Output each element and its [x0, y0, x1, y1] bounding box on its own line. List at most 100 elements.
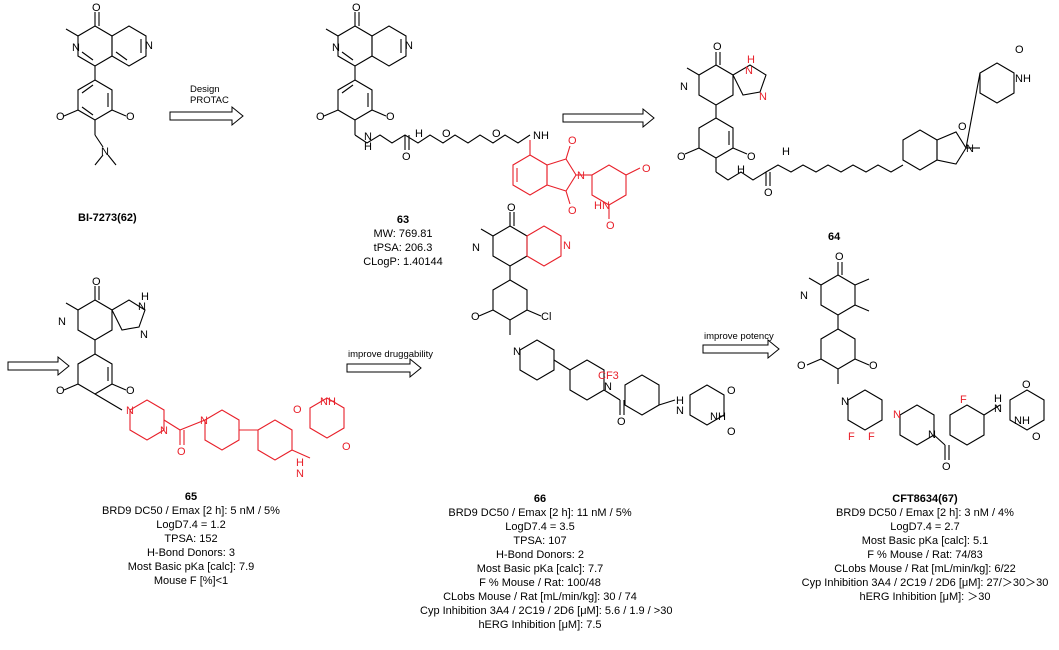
atom-label: O [177, 446, 186, 458]
atom-label: O [442, 128, 451, 140]
compound-67-logd: LogD7.4 = 2.7 [890, 521, 960, 533]
atom-label: O [56, 385, 65, 397]
arrow-improve-druggability [346, 357, 422, 379]
atom-label: O [747, 151, 756, 163]
arrow-design-protac [169, 105, 244, 127]
compound-65-logd: LogD7.4 = 1.2 [156, 519, 226, 531]
atom-label: N [676, 405, 684, 417]
compound-65-name: 65 [184, 491, 198, 503]
atom-label: O [92, 2, 101, 14]
atom-label: H [747, 54, 755, 66]
compound-65-tpsa: TPSA: 152 [164, 533, 218, 545]
atom-label: O [764, 187, 773, 199]
compound-67-cyp: Cyp Inhibition 3A4 / 2C19 / 2D6 [μM]: 27… [801, 577, 1049, 589]
atom-label: H [141, 291, 149, 303]
atom-label: O [713, 41, 722, 53]
atom-label: N [101, 146, 109, 158]
thalidomide-63 [512, 140, 641, 219]
compound-67-brd9: BRD9 DC50 / Emax [2 h]: 3 nM / 4% [836, 507, 1014, 519]
atom-label: O [568, 205, 577, 217]
linker-65 [129, 397, 345, 461]
atom-label: O [797, 360, 806, 372]
atom-label: H [994, 393, 1002, 405]
compound-67-pka: Most Basic pKa [calc]: 5.1 [861, 535, 989, 547]
atom-labels: O N N O O N O N N O O H N O H O O NH O O… [56, 2, 1041, 480]
atom-label: N [138, 301, 146, 313]
compound-65-hbd: H-Bond Donors: 3 [146, 547, 236, 559]
atom-label: N [604, 381, 612, 393]
atom-label: N [680, 81, 688, 93]
atom-label: N [472, 242, 480, 254]
arrow-caption-improve-potency: improve potency [704, 331, 774, 342]
structure-62 [63, 12, 147, 166]
structure-67 [806, 262, 1045, 460]
atom-label: N [893, 409, 901, 421]
atom-label: O [1022, 379, 1031, 391]
atom-label: O [293, 404, 302, 416]
compound-66-name: 66 [533, 493, 547, 505]
atom-label: Cl [541, 311, 551, 323]
atom-label: N [841, 396, 849, 408]
compound-65-block: 65 BRD9 DC50 / Emax [2 h]: 5 nM / 5% Log… [80, 490, 302, 588]
atom-label: NH [320, 396, 336, 408]
compound-62-name: BI-7273(62) [78, 212, 137, 224]
isoquinolinone-66-ring [526, 225, 562, 267]
atom-label: N [928, 429, 936, 441]
atom-label: N [563, 240, 571, 252]
atom-label: N [364, 131, 372, 143]
compound-66-f: F % Mouse / Rat: 100/48 [479, 577, 601, 589]
atom-label: N [200, 415, 208, 427]
compound-66-brd9: BRD9 DC50 / Emax [2 h]: 11 nM / 5% [448, 507, 632, 519]
atom-label: O [471, 311, 480, 323]
atom-label: O [492, 128, 501, 140]
atom-label: N [160, 425, 168, 437]
compound-65-brd9: BRD9 DC50 / Emax [2 h]: 5 nM / 5% [102, 505, 280, 517]
reaction-arrows [7, 105, 780, 379]
atom-label: O [402, 151, 411, 163]
compound-66-hbd: H-Bond Donors: 2 [495, 549, 585, 561]
arrow-improve-potency [702, 338, 780, 360]
atom-label: N [58, 316, 66, 328]
atom-label: O [958, 121, 967, 133]
arrow-63-to-64 [562, 107, 655, 129]
compound-63-clogp: CLogP: 1.40144 [363, 256, 443, 268]
atom-label: O [126, 385, 135, 397]
structure-63 [323, 12, 531, 150]
atom-label: O [606, 220, 615, 232]
compound-65-mousef: Mouse F [%]<1 [153, 575, 229, 587]
atom-label: N [577, 170, 585, 182]
structure-65 [63, 286, 146, 411]
atom-label: N [72, 42, 80, 54]
atom-label: N [126, 405, 134, 417]
atom-label: H [415, 128, 423, 140]
structure-64 [684, 52, 1015, 186]
atom-label: H [364, 141, 372, 153]
atom-label: O [568, 135, 577, 147]
compound-63-block: 63 MW: 769.81 tPSA: 206.3 CLogP: 1.40144 [348, 213, 458, 269]
compound-66-block: 66 BRD9 DC50 / Emax [2 h]: 11 nM / 5% Lo… [420, 492, 673, 632]
atom-label: O [677, 151, 686, 163]
atom-label: O [835, 251, 844, 263]
compound-64-name: 64 [828, 231, 841, 243]
atom-label: H [296, 457, 304, 469]
atom-label: H [676, 395, 684, 407]
atom-label: O [126, 111, 135, 123]
atom-label: O [507, 202, 516, 214]
arrow-64-to-65 [7, 355, 70, 377]
compound-66-cyp: Cyp Inhibition 3A4 / 2C19 / 2D6 [μM]: 5.… [420, 605, 673, 617]
atom-label: N [745, 65, 753, 77]
atom-label: N [145, 40, 153, 52]
compound-67-herg: hERG Inhibition [μM]: ＞30 [859, 591, 991, 603]
atom-label: O [342, 441, 351, 453]
compound-65-pka: Most Basic pKa [calc]: 7.9 [127, 561, 255, 573]
atom-label: NH [533, 130, 549, 142]
atom-label: N [332, 42, 340, 54]
compound-66-logd: LogD7.4 = 3.5 [505, 521, 575, 533]
atom-label: NH [1015, 73, 1031, 85]
compound-67-block: CFT8634(67) BRD9 DC50 / Emax [2 h]: 3 nM… [800, 492, 1050, 604]
atom-label: O [1032, 431, 1041, 443]
atom-label: O [92, 276, 101, 288]
atom-label: N [405, 40, 413, 52]
atom-label: O [617, 416, 626, 428]
